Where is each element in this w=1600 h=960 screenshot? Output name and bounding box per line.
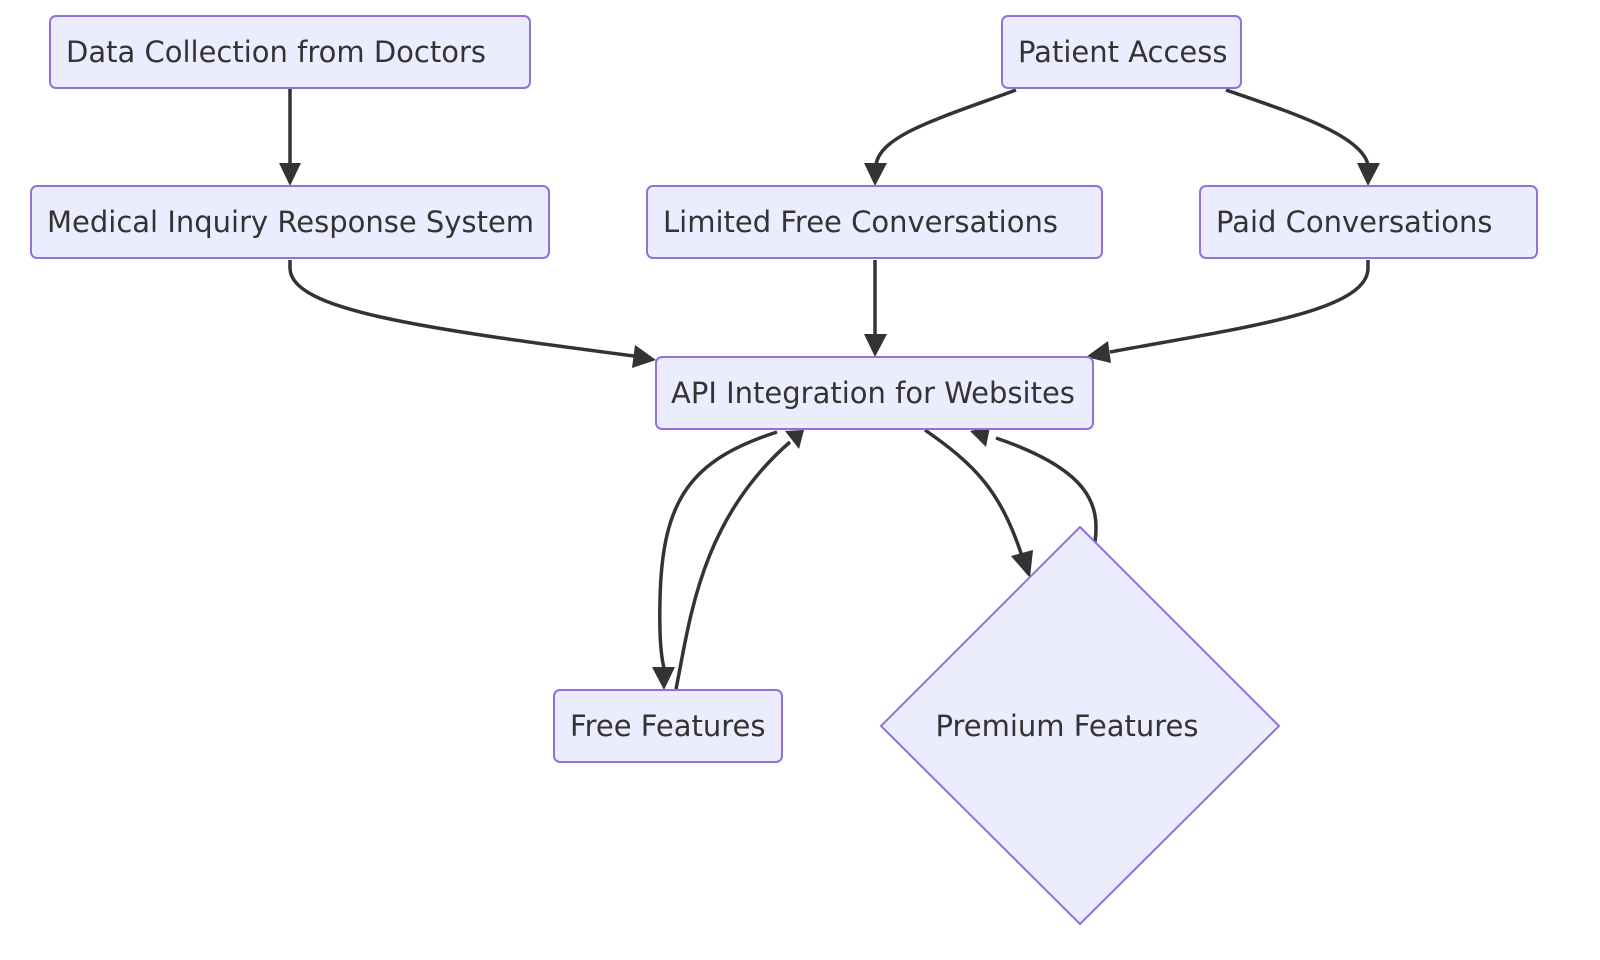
- arrowhead-api-from-paid: [1086, 341, 1111, 363]
- arrowhead-paid: [1357, 163, 1380, 186]
- edge-paid-to-api: [1109, 260, 1370, 354]
- edge-patient-access-to-limited-free: [874, 88, 1017, 166]
- node-medical-inquiry[interactable]: Medical Inquiry Response System: [30, 185, 550, 259]
- node-premium-features[interactable]: Premium Features: [879, 525, 1281, 926]
- node-limited-free[interactable]: Limited Free Conversations: [646, 185, 1103, 259]
- node-api-integration[interactable]: API Integration for Websites: [655, 356, 1094, 430]
- arrowhead-api-from-premium: [970, 427, 990, 447]
- node-patient-access[interactable]: Patient Access: [1001, 15, 1242, 89]
- arrowhead-limited-free: [864, 163, 887, 186]
- edge-patient-access-to-paid: [1225, 88, 1370, 166]
- node-medical-inquiry-label: Medical Inquiry Response System: [47, 205, 534, 239]
- node-data-collection[interactable]: Data Collection from Doctors: [49, 15, 531, 89]
- node-patient-access-label: Patient Access: [1018, 35, 1227, 69]
- arrowhead-free-features: [652, 667, 675, 690]
- edges: [279, 88, 1380, 690]
- node-api-integration-label: API Integration for Websites: [671, 376, 1075, 410]
- node-data-collection-label: Data Collection from Doctors: [66, 35, 486, 69]
- arrowhead-api-from-limited: [864, 334, 887, 357]
- edge-medical-inquiry-to-api: [288, 260, 635, 358]
- edge-premium-to-api: [995, 436, 1098, 543]
- edge-api-to-premium: [923, 428, 1024, 557]
- arrowhead-api-from-medical: [632, 345, 656, 368]
- edge-api-to-free-features: [658, 430, 778, 669]
- node-free-features-label: Free Features: [570, 709, 765, 743]
- arrowhead-medical-inquiry: [279, 163, 301, 186]
- arrowhead-api-from-free: [785, 430, 804, 449]
- node-limited-free-label: Limited Free Conversations: [663, 205, 1058, 239]
- node-free-features[interactable]: Free Features: [553, 689, 783, 763]
- node-premium-features-label: Premium Features: [936, 709, 1199, 743]
- node-paid[interactable]: Paid Conversations: [1199, 185, 1538, 259]
- edge-free-features-to-api: [674, 440, 792, 690]
- node-paid-label: Paid Conversations: [1216, 205, 1492, 239]
- arrowhead-premium: [1011, 550, 1033, 578]
